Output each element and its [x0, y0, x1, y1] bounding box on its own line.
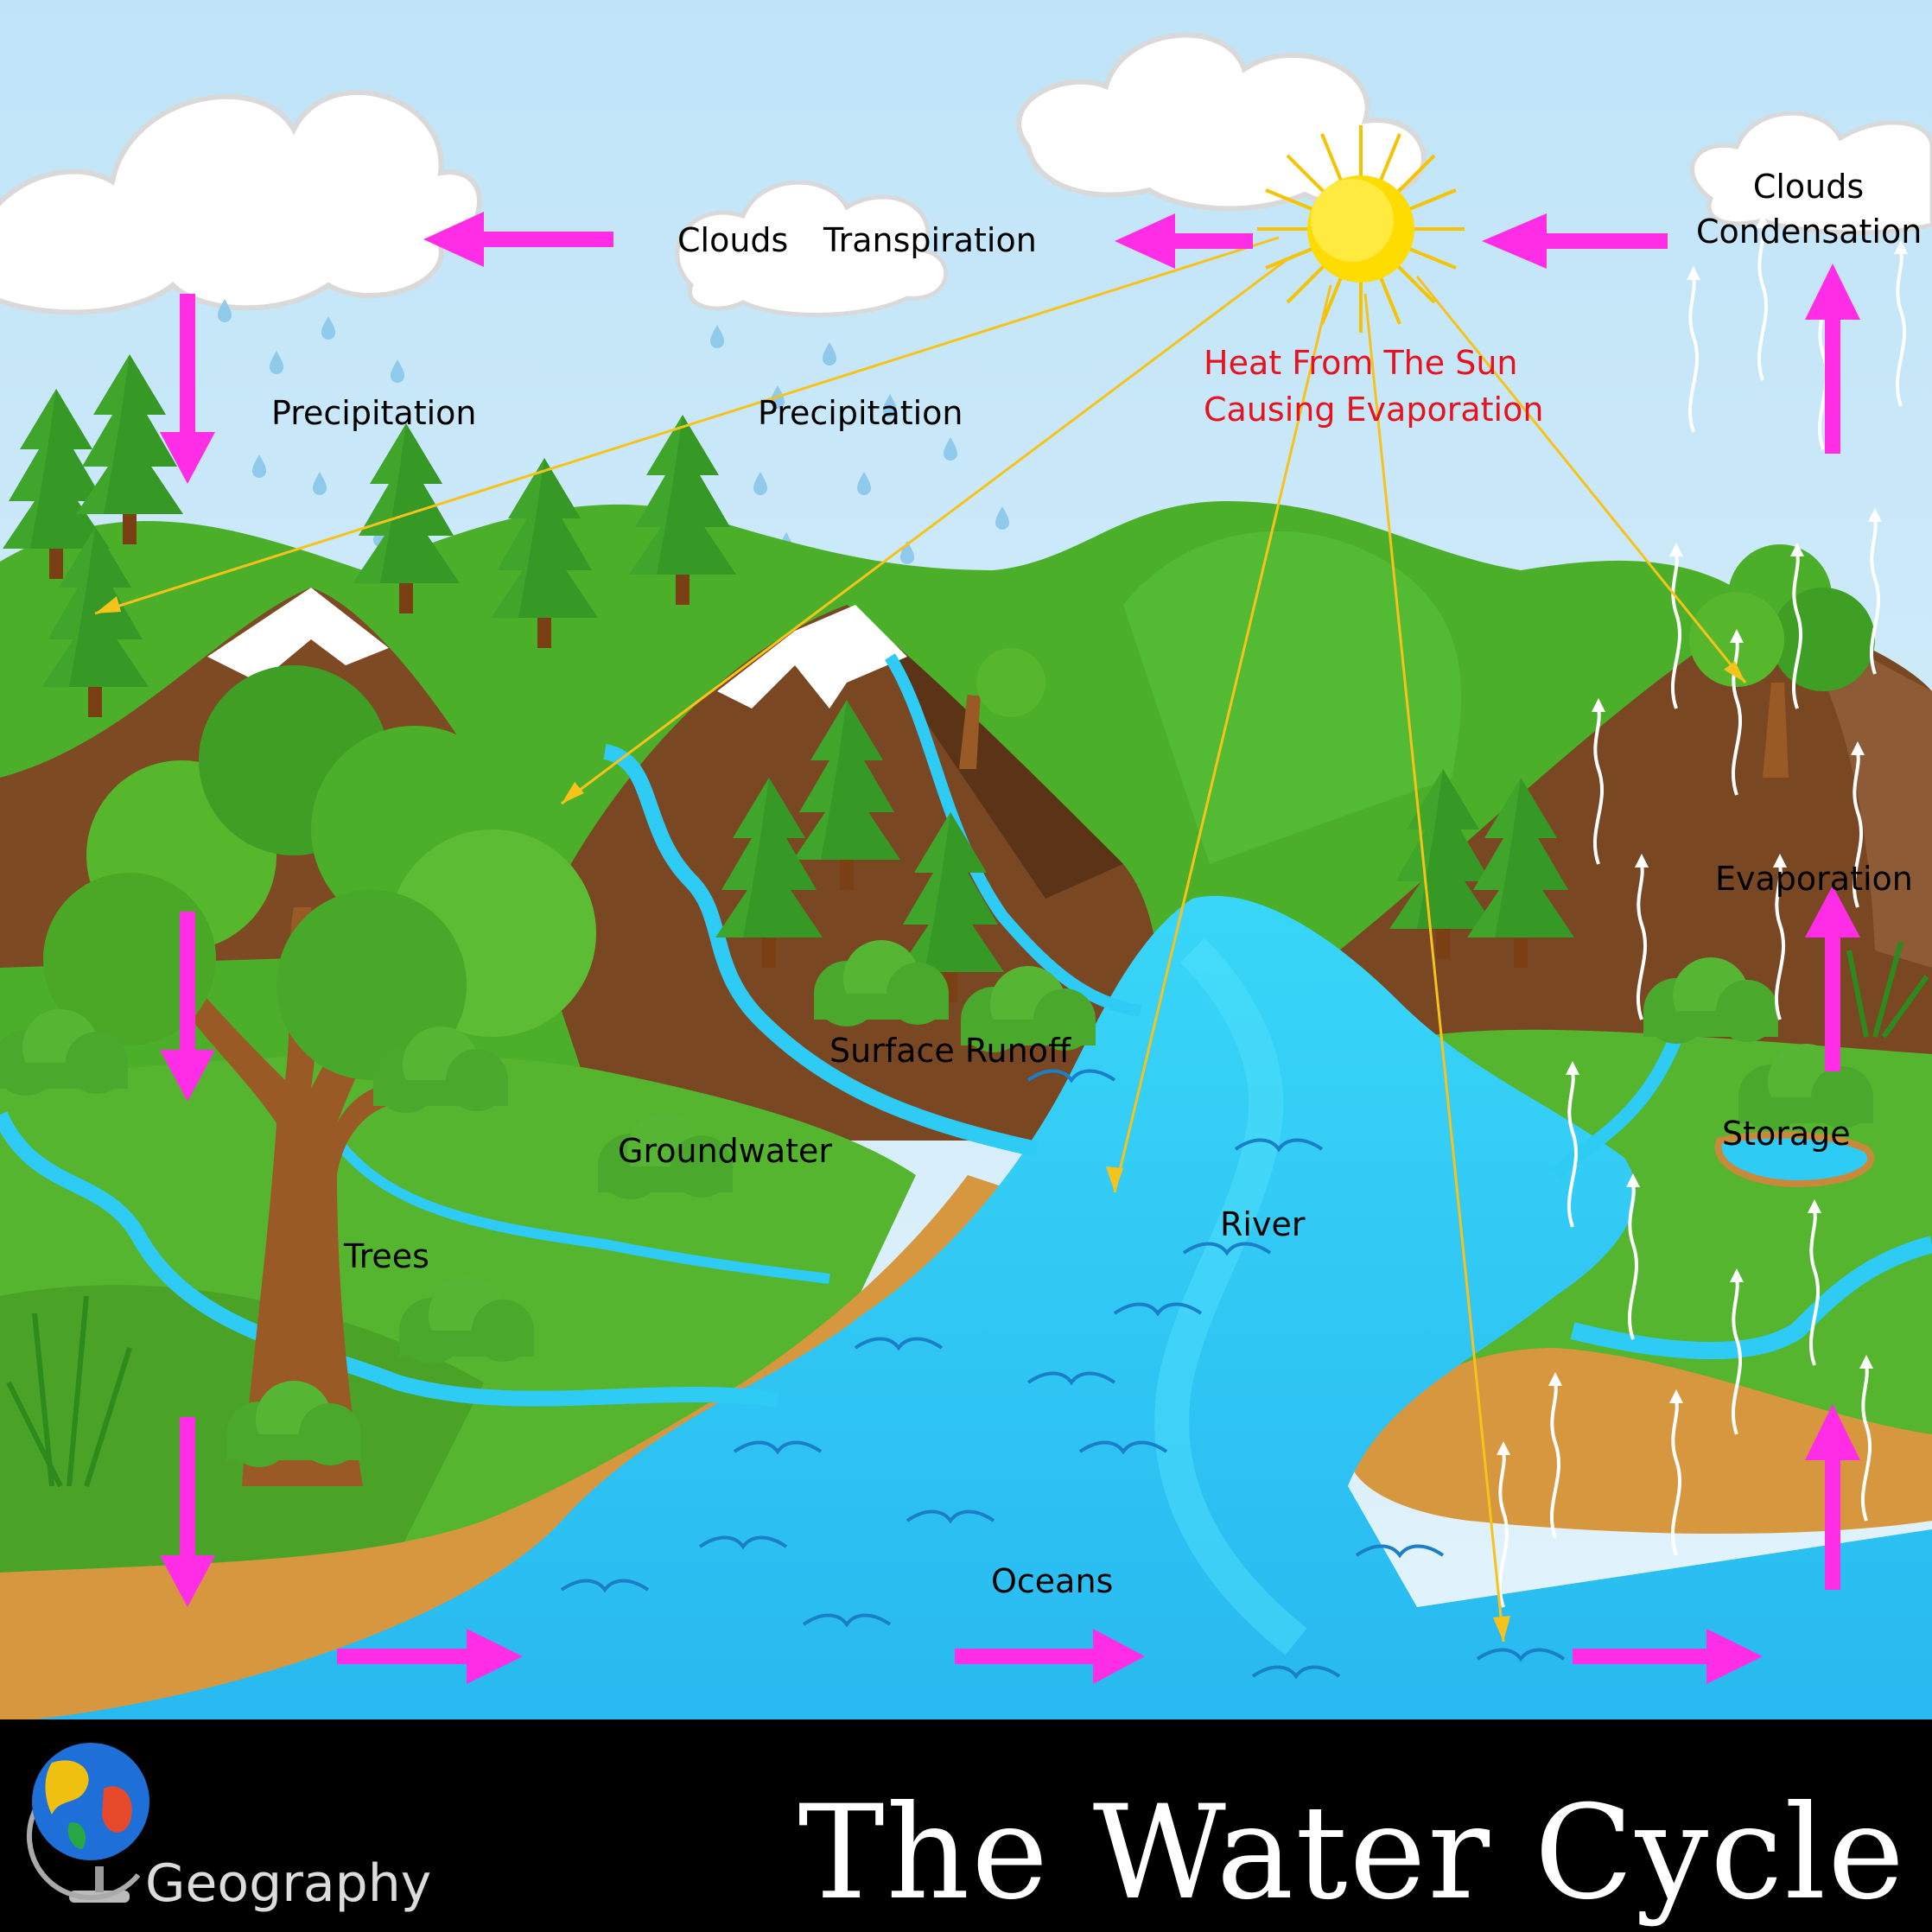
label-heat-line2: Causing Evaporation — [1204, 391, 1544, 429]
label-storage: Storage — [1722, 1115, 1851, 1153]
label-precipitation-left: Precipitation — [271, 394, 477, 432]
label-condensation: Condensation — [1696, 213, 1922, 251]
sun-ray-heads — [95, 596, 1745, 1642]
label-trees: Trees — [344, 1237, 429, 1275]
grass-tufts — [6, 941, 1929, 1488]
label-oceans: Oceans — [991, 1562, 1114, 1600]
label-heat-line1: Heat From The Sun — [1204, 344, 1518, 382]
label-clouds-right: Clouds — [1752, 168, 1865, 206]
label-surface-runoff: Surface Runoff — [829, 1032, 1071, 1070]
brand-label: Geography — [145, 1853, 432, 1914]
globe-icon — [26, 1743, 149, 1903]
sand-left — [0, 1175, 1020, 1719]
page-title: The Water Cycle — [798, 1778, 1906, 1929]
stream-left — [602, 744, 1039, 1157]
label-precipitation-mid: Precipitation — [758, 394, 963, 432]
river — [35, 895, 1932, 1719]
label-groundwater: Groundwater — [618, 1132, 833, 1170]
label-clouds-left: Clouds — [677, 221, 789, 259]
sun — [1257, 125, 1465, 333]
small-tree-mid — [937, 618, 1045, 769]
big-tree — [43, 665, 596, 1486]
flow-arrows — [160, 212, 1860, 1684]
sand-right — [1348, 1348, 1932, 1534]
stream-groundwater — [333, 1137, 830, 1284]
label-transpiration: Transpiration — [823, 221, 1037, 259]
cloud-top — [1016, 32, 1427, 212]
sun-rays — [94, 236, 1747, 1643]
label-heat-from-sun: Heat From The Sun Causing Evaporation — [1204, 340, 1543, 433]
label-clouds-condensation: Clouds Condensation — [1696, 164, 1922, 254]
label-river: River — [1220, 1205, 1306, 1243]
stream-right — [1550, 1034, 1683, 1180]
storage-pond — [1714, 1131, 1875, 1188]
footer-bar — [0, 1719, 1932, 1932]
cloud-mid — [675, 180, 949, 317]
label-evaporation: Evaporation — [1715, 860, 1913, 898]
